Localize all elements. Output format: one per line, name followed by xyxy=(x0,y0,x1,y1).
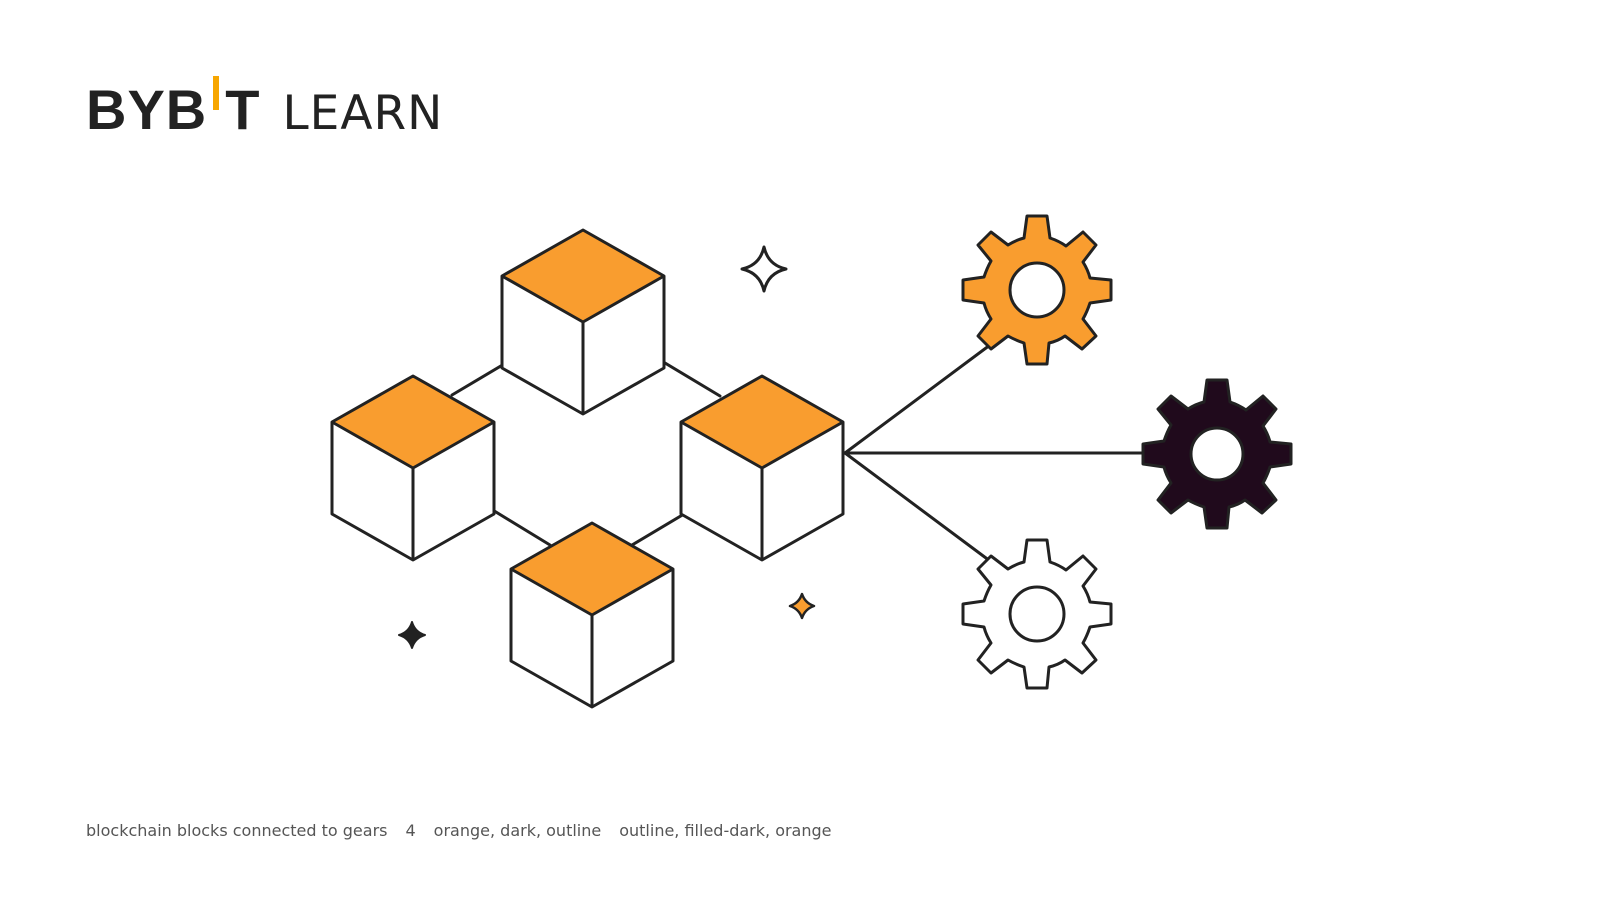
logo-i-bar xyxy=(213,76,220,110)
block-cube-bottom xyxy=(509,521,675,709)
illustration-blocks: 4 xyxy=(405,821,416,840)
sparkle-dark-icon xyxy=(398,621,426,649)
logo-brand: BYB T xyxy=(86,76,260,138)
gear-outline-icon xyxy=(961,538,1113,690)
block-cube-right xyxy=(679,374,845,562)
gear-dark-icon xyxy=(1141,378,1293,530)
gear-orange-icon xyxy=(961,214,1113,366)
logo-brand-right: T xyxy=(225,78,261,141)
block-cube-left xyxy=(330,374,496,562)
illustration-caption: blockchain blocks connected to gears 4 o… xyxy=(86,821,832,840)
sparkle-outline-icon xyxy=(740,245,788,293)
connector-line xyxy=(843,343,992,455)
bybit-learn-logo[interactable]: BYB T LEARN xyxy=(86,76,443,140)
block-cube-top xyxy=(500,228,666,416)
illustration-gears: orange, dark, outline xyxy=(433,821,602,840)
illustration-subject: blockchain blocks connected to gears xyxy=(86,821,388,840)
connector-line xyxy=(843,451,992,563)
sparkle-orange-icon xyxy=(788,592,816,620)
illustration-sparkles: outline, filled-dark, orange xyxy=(619,821,832,840)
gear-connectors xyxy=(843,343,1148,563)
logo-brand-left: BYB xyxy=(86,78,208,141)
logo-learn-text: LEARN xyxy=(282,86,444,141)
